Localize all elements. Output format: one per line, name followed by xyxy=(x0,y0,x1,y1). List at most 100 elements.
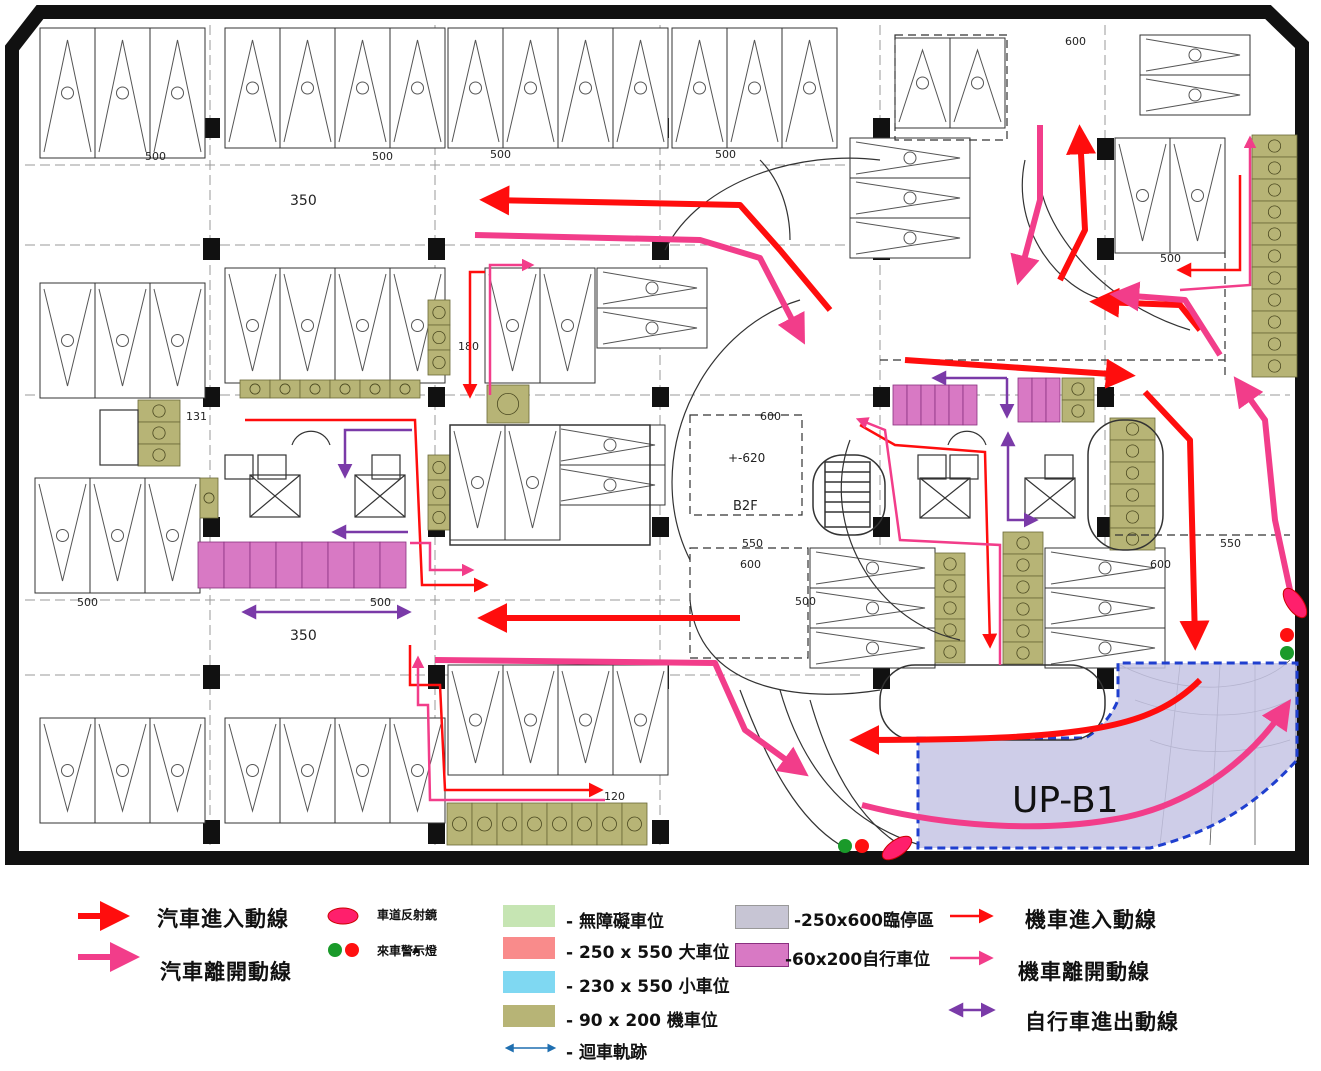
car-stall xyxy=(39,282,96,399)
moto-bay xyxy=(239,379,271,399)
stall-marking xyxy=(228,723,277,813)
legend-warning-green-icon xyxy=(328,943,342,957)
moto-bay-mark xyxy=(943,645,957,659)
bike-route-arrow xyxy=(1000,431,1039,528)
legend-warning-light-label: 來車警示燈 xyxy=(377,944,438,958)
car-stall xyxy=(1044,587,1166,629)
car-exit-arrow xyxy=(434,657,809,777)
parking-floor-plan: UP-B1 500 500 500 500 500 500 500 xyxy=(5,4,1309,865)
stall-marking xyxy=(855,181,961,215)
moto-bay-mark xyxy=(369,383,381,395)
moto-exit-arrow xyxy=(1179,135,1257,292)
stall-marking xyxy=(785,39,834,143)
stall-number-circle xyxy=(246,81,259,95)
moto-bay xyxy=(427,454,451,481)
moto-bay-mark xyxy=(432,510,446,525)
moto-bay-mark xyxy=(309,383,321,395)
moto-bay-mark xyxy=(1016,536,1030,550)
dim-label: 500 xyxy=(145,150,166,163)
moto-bay xyxy=(486,384,530,424)
moto-bay-mark xyxy=(152,448,166,462)
car-stall xyxy=(612,664,669,776)
moto-bay-mark xyxy=(943,601,957,615)
stall-number-circle xyxy=(903,191,917,205)
stall-number-circle xyxy=(116,334,129,347)
stall-number-circle xyxy=(301,764,314,777)
moto-bay-mark xyxy=(552,816,567,832)
stall-marking xyxy=(1145,38,1241,72)
moto-bay-mark xyxy=(1016,624,1030,638)
stall-number-circle xyxy=(603,478,617,492)
moto-bay xyxy=(934,640,966,664)
moto-bay-mark xyxy=(1016,646,1030,660)
moto-bay xyxy=(1251,332,1298,356)
car-entry-arrow xyxy=(1057,124,1096,282)
dim-label: 500 xyxy=(1160,252,1181,265)
stall-number-circle xyxy=(1098,641,1112,655)
car-stall xyxy=(502,27,559,149)
stall-marking xyxy=(616,39,665,143)
stall-marking xyxy=(451,39,500,143)
warning-light-green xyxy=(838,839,852,853)
dim-label: 500 xyxy=(795,595,816,608)
legend-bike-route-label: 自行車進出動線 xyxy=(1025,1010,1179,1034)
stall-number-circle xyxy=(645,321,659,335)
stall-marking xyxy=(338,273,387,372)
stall-number-circle xyxy=(561,319,574,332)
moto-exit-arrow xyxy=(855,417,1002,665)
stall-marking xyxy=(43,723,92,813)
stall-marking xyxy=(506,39,555,143)
moto-bay xyxy=(1251,310,1298,334)
moto-bay-mark xyxy=(152,426,166,440)
bike-bay xyxy=(920,384,936,426)
moto-bay xyxy=(446,802,473,846)
moto-bay-mark xyxy=(203,492,215,504)
moto-bay-mark xyxy=(1267,359,1282,373)
legend-moto-space-label: - 90 x 200 機車位 xyxy=(566,1011,718,1031)
car-stall xyxy=(671,27,728,149)
stall-number-circle xyxy=(1136,189,1149,202)
moto-exit-arrow xyxy=(411,655,605,802)
stall-number-circle xyxy=(579,81,592,95)
stall-marking xyxy=(228,273,277,372)
stall-number-circle xyxy=(246,319,259,332)
moto-bay-mark xyxy=(432,305,446,320)
legend-turn-track-label: - 迴車軌跡 xyxy=(566,1043,647,1063)
moto-bay-mark xyxy=(1125,488,1140,502)
moto-bay-mark xyxy=(1016,558,1030,572)
moto-bay-mark xyxy=(452,816,467,832)
moto-bay xyxy=(137,443,181,467)
stall-number-circle xyxy=(634,713,647,727)
moto-bay xyxy=(521,802,548,846)
stall-marking xyxy=(338,723,387,813)
moto-bay xyxy=(1061,377,1095,401)
stall-number-circle xyxy=(111,529,124,542)
car-exit-routes xyxy=(434,125,1293,830)
stall-number-circle xyxy=(356,319,369,332)
stall-number-circle xyxy=(524,81,537,95)
dim-label: 600 xyxy=(760,410,781,423)
stall-marking xyxy=(43,288,92,387)
stall-marking xyxy=(1050,551,1156,585)
car-stall xyxy=(89,477,146,594)
bike-bay xyxy=(962,384,978,426)
stall-number-circle xyxy=(56,529,69,542)
car-stall xyxy=(334,27,391,149)
legend-bike-space-label: -60x200自行車位 xyxy=(785,950,931,970)
moto-bay xyxy=(1061,399,1095,423)
moto-bay-mark xyxy=(943,623,957,637)
car-stall xyxy=(1139,34,1251,76)
moto-bay xyxy=(1251,266,1298,290)
moto-bay-mark xyxy=(1267,139,1282,153)
moto-bay-mark xyxy=(399,383,411,395)
moto-bay xyxy=(389,379,421,399)
moto-bay xyxy=(1251,178,1298,202)
stall-number-circle xyxy=(356,764,369,777)
moto-bay xyxy=(596,802,623,846)
stall-marking xyxy=(602,271,698,305)
stall-marking xyxy=(38,483,87,582)
car-stall xyxy=(39,27,96,159)
moto-bay-mark xyxy=(943,557,957,571)
moto-bay-mark xyxy=(432,485,446,500)
car-stall xyxy=(949,37,1006,129)
